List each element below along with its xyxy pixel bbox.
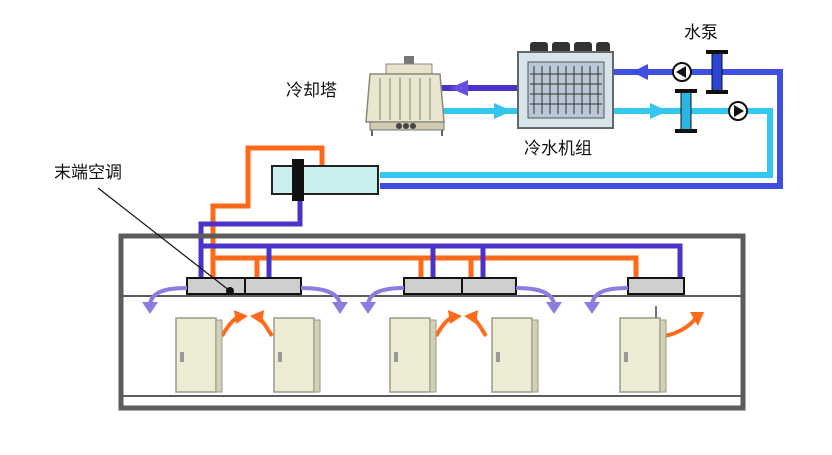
supply-main — [213, 255, 639, 280]
return-main — [201, 243, 683, 280]
chilled-supply-riser — [210, 145, 325, 280]
flow-arrow-icon — [650, 103, 668, 119]
terminal-unit-icon — [244, 277, 302, 295]
cooling-tower-icon — [365, 56, 445, 136]
server-cabinet-icon — [175, 317, 223, 393]
cold-air-arrowheads — [142, 302, 600, 314]
server-cabinet-icon — [491, 317, 539, 393]
chilled-water-loop — [198, 145, 683, 280]
terminal-units — [186, 277, 685, 295]
chilled-return-riser — [198, 192, 303, 280]
cold-air-arrows — [148, 286, 629, 305]
server-cabinet-icon — [389, 317, 437, 393]
flow-arrow-icon — [632, 64, 648, 80]
server-cabinets — [175, 306, 667, 393]
pump-icon — [672, 50, 728, 94]
server-cabinet-icon — [619, 306, 667, 393]
terminal-ac-leader-line — [97, 187, 231, 292]
terminal-ac-label: 末端空调 — [54, 163, 122, 183]
server-cabinet-icon — [273, 317, 321, 393]
chiller-unit-label: 冷水机组 — [524, 139, 592, 159]
hot-air-arrowheads — [234, 310, 704, 326]
water-pump-label: 水泵 — [684, 23, 718, 43]
flow-arrow-icon — [494, 103, 512, 119]
condenser-return-pipe — [380, 69, 783, 189]
terminal-unit-icon — [627, 277, 685, 295]
terminal-unit-icon — [461, 277, 517, 295]
chiller-icon — [517, 42, 614, 129]
room-frame — [118, 233, 746, 411]
cooling-tower-label: 冷却塔 — [286, 81, 337, 101]
flow-arrow-icon — [450, 80, 468, 96]
terminal-unit-icon — [403, 277, 463, 295]
pump-icon — [675, 89, 748, 133]
leader-dot — [226, 287, 234, 295]
heat-exchanger-icon — [271, 159, 379, 201]
